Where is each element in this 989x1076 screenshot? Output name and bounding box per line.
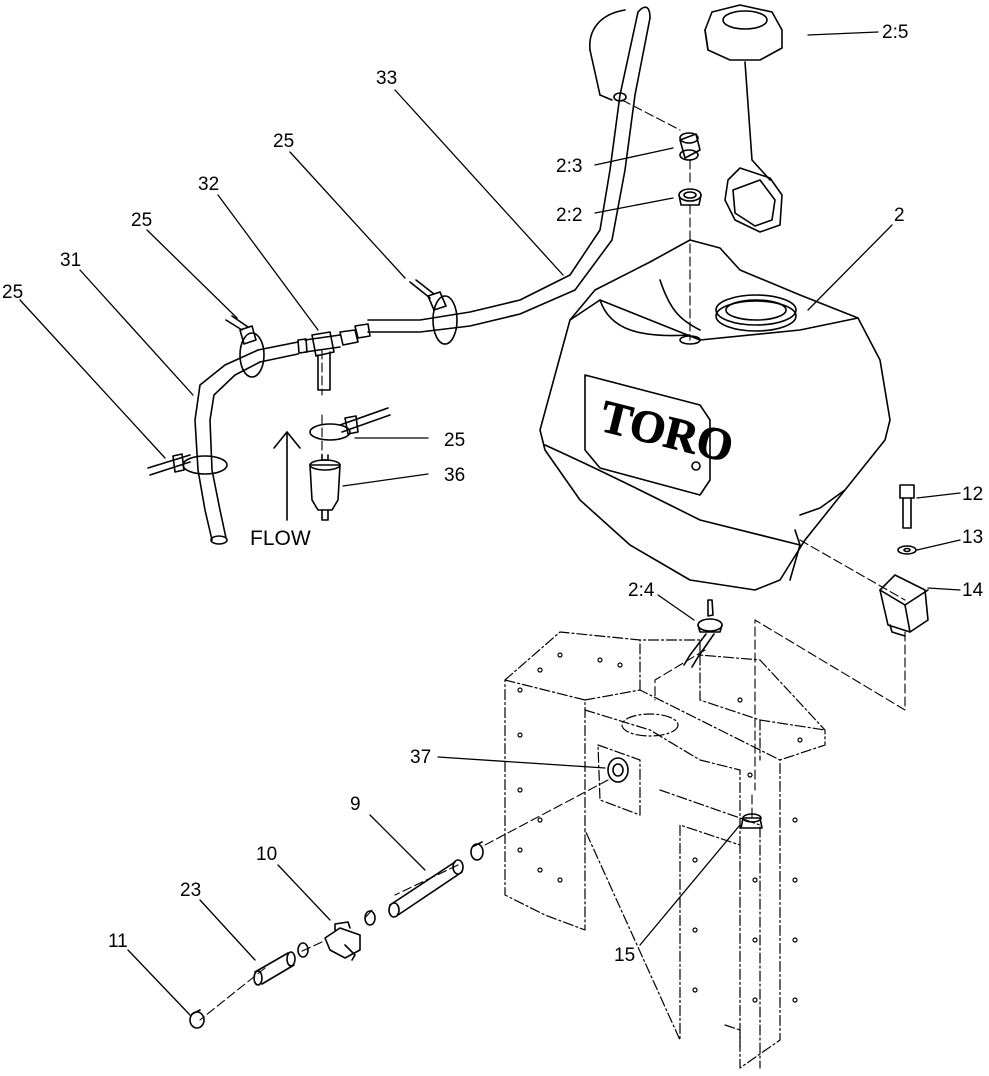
fuel-line [194, 341, 299, 545]
callout-32: 32 [198, 174, 219, 195]
fuel-tank: TORO [539, 239, 891, 591]
tee-fitting [297, 323, 371, 391]
tank-cap [704, 4, 783, 233]
callout-2-3: 2:3 [556, 156, 582, 177]
callout-14: 14 [962, 580, 984, 601]
callout-15: 15 [614, 945, 635, 966]
callout-25-mid: 25 [131, 210, 152, 231]
hose-clamp-mid [297, 942, 309, 958]
vent-hose [367, 6, 651, 333]
fuel-filter [309, 454, 341, 521]
callout-33: 33 [376, 68, 397, 89]
tank-logo-text: TORO [596, 390, 739, 472]
leader-lines [19, 31, 961, 1016]
grommet-upper [679, 132, 701, 161]
hose-clamp-upper [470, 841, 484, 861]
callout-36: 36 [444, 465, 465, 486]
callout-13: 13 [962, 527, 983, 548]
callout-37: 37 [410, 747, 431, 768]
callout-25-top: 25 [273, 131, 294, 152]
hose-clamp-11 [189, 1009, 205, 1029]
assembly-center-lines [199, 99, 906, 1021]
flow-arrow [273, 431, 301, 521]
cable-tie-3 [409, 279, 458, 345]
callout-23: 23 [180, 880, 201, 901]
callout-2-2: 2:2 [556, 205, 582, 226]
hose-23 [253, 951, 296, 986]
cable-tie-2 [225, 315, 265, 378]
shutoff-valve [324, 910, 376, 961]
callout-9: 9 [350, 794, 361, 815]
bolt [899, 484, 915, 529]
flange-nut [740, 813, 763, 829]
callout-2: 2 [894, 205, 905, 226]
cable-tie-4 [309, 407, 391, 441]
callout-25-filter: 25 [444, 430, 465, 451]
callout-11: 11 [108, 931, 128, 952]
flow-label: FLOW [250, 527, 311, 550]
callout-2-5: 2:5 [882, 22, 908, 43]
grommet-37 [607, 757, 629, 783]
callout-12: 12 [962, 484, 983, 505]
outlet-fitting [683, 599, 723, 668]
washer [897, 545, 917, 555]
callout-labels: 2:5 33 2:3 25 32 2:2 25 2 31 25 25 36 12… [2, 22, 984, 966]
grommet-lower [678, 188, 702, 206]
callout-2-4: 2:4 [628, 580, 655, 601]
cable-tie-1 [147, 453, 228, 476]
callout-31: 31 [60, 250, 81, 271]
hose-9 [388, 859, 464, 918]
frame-bracket [504, 631, 826, 1069]
callout-10: 10 [256, 844, 277, 865]
callout-25-left: 25 [2, 282, 23, 303]
tank-mount [879, 574, 929, 637]
